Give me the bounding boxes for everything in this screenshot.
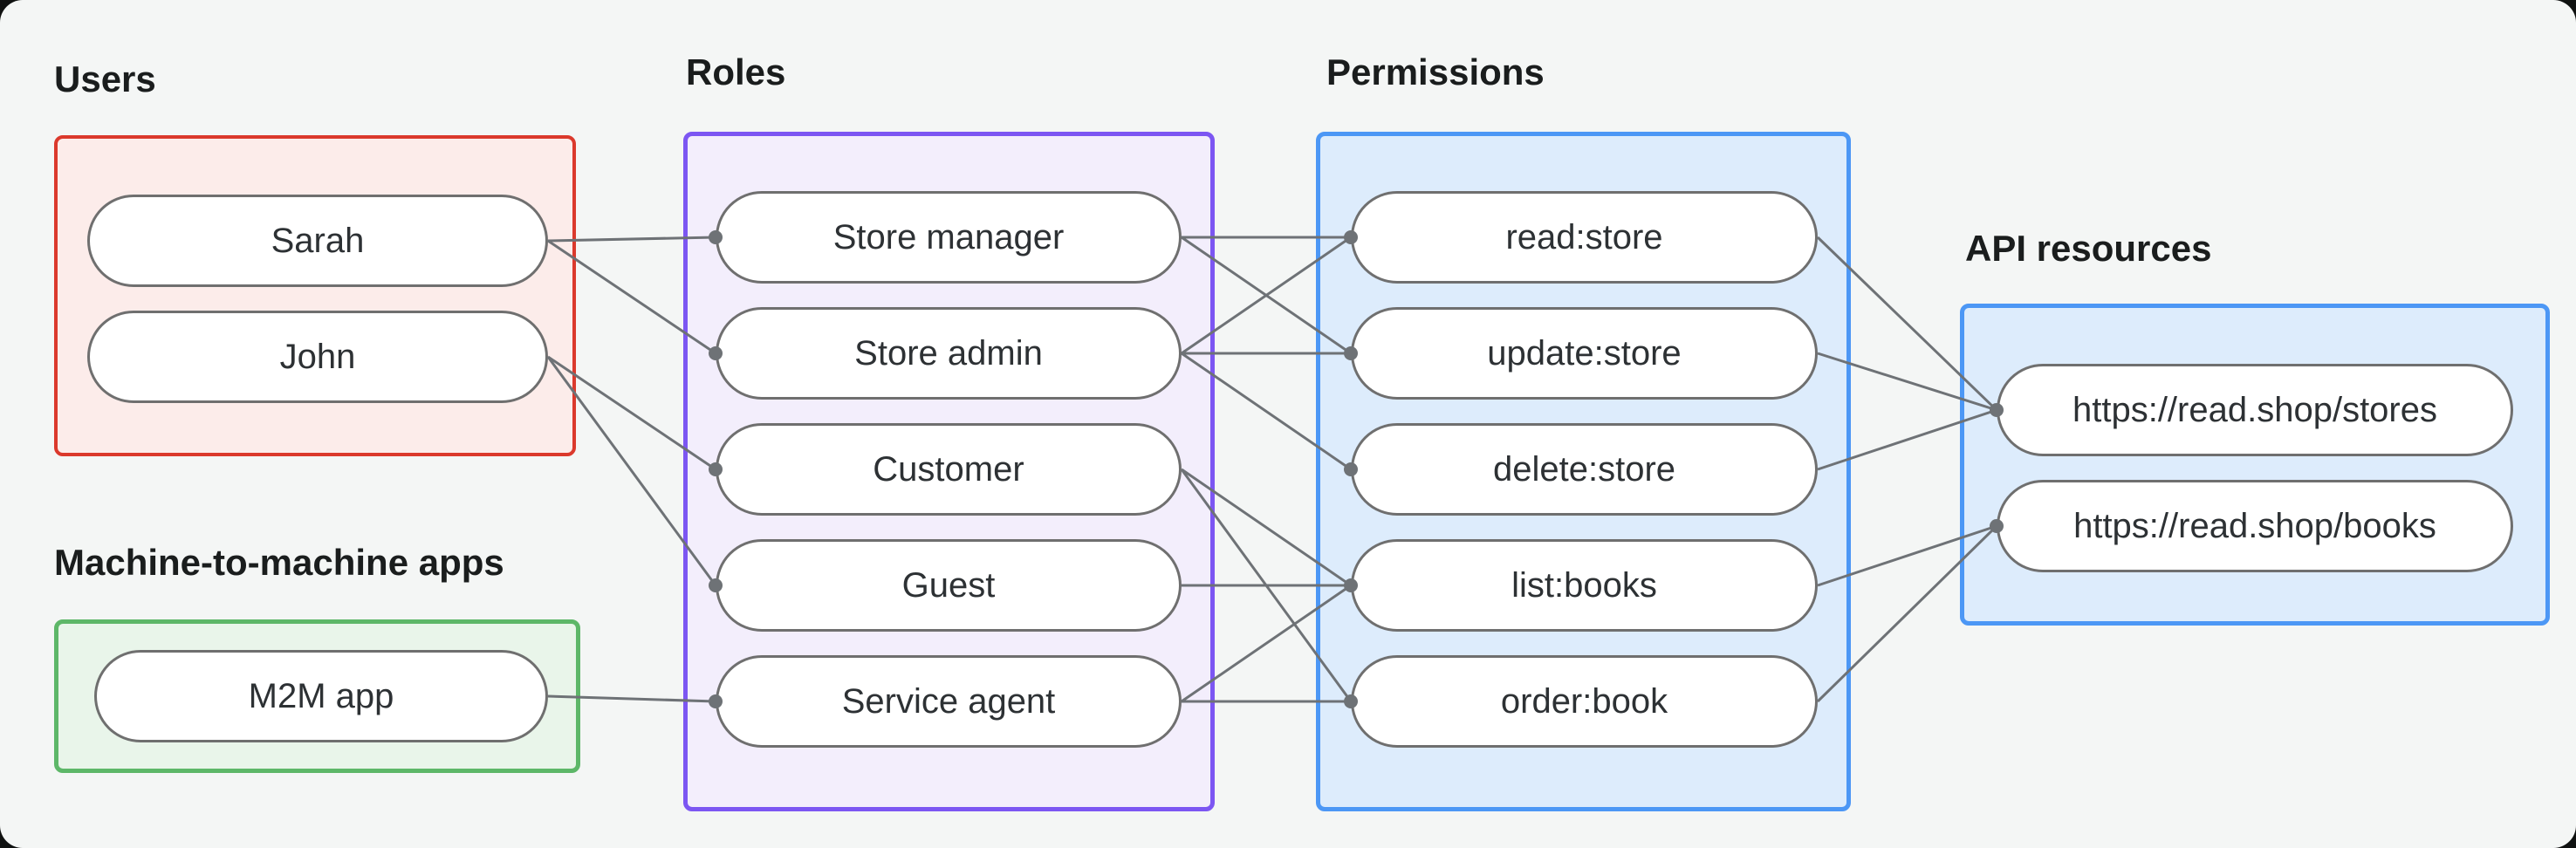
node-service-agent: Service agent: [716, 655, 1182, 748]
group-box-api-resources: [1960, 304, 2550, 626]
node-label-customer: Customer: [873, 449, 1024, 489]
node-label-m2m-app: M2M app: [248, 676, 394, 715]
node-label-store-admin: Store admin: [854, 333, 1043, 373]
node-label-store-manager: Store manager: [832, 217, 1065, 256]
node-label-stores-api: https://read.shop/stores: [2072, 390, 2437, 429]
group-label-permissions: Permissions: [1326, 51, 1545, 92]
node-label-delete-store: delete:store: [1492, 449, 1676, 489]
group-box-users: [54, 135, 576, 456]
node-list-books: list:books: [1351, 539, 1818, 632]
node-label-guest: Guest: [901, 565, 996, 605]
group-label-roles: Roles: [686, 51, 786, 92]
node-update-store: update:store: [1351, 307, 1818, 400]
node-store-manager: Store manager: [716, 191, 1182, 284]
node-m2m-app: M2M app: [94, 650, 548, 742]
node-label-sarah: Sarah: [271, 221, 365, 260]
node-label-books-api: https://read.shop/books: [2073, 506, 2436, 545]
node-label-order-book: order:book: [1500, 681, 1668, 721]
node-guest: Guest: [716, 539, 1182, 632]
group-label-api-resources: API resources: [1965, 228, 2212, 269]
node-order-book: order:book: [1351, 655, 1818, 748]
node-customer: Customer: [716, 423, 1182, 516]
node-label-john: John: [279, 337, 356, 376]
group-label-m2m-apps: Machine-to-machine apps: [54, 542, 504, 583]
node-label-list-books: list:books: [1511, 565, 1657, 605]
node-store-admin: Store admin: [716, 307, 1182, 400]
group-label-users: Users: [54, 58, 156, 99]
node-books-api: https://read.shop/books: [1997, 480, 2513, 572]
node-john: John: [87, 311, 548, 403]
node-label-read-store: read:store: [1505, 217, 1663, 256]
node-read-store: read:store: [1351, 191, 1818, 284]
node-label-service-agent: Service agent: [841, 681, 1056, 721]
node-label-update-store: update:store: [1487, 333, 1682, 373]
node-stores-api: https://read.shop/stores: [1997, 364, 2513, 456]
node-sarah: Sarah: [87, 195, 548, 287]
node-delete-store: delete:store: [1351, 423, 1818, 516]
